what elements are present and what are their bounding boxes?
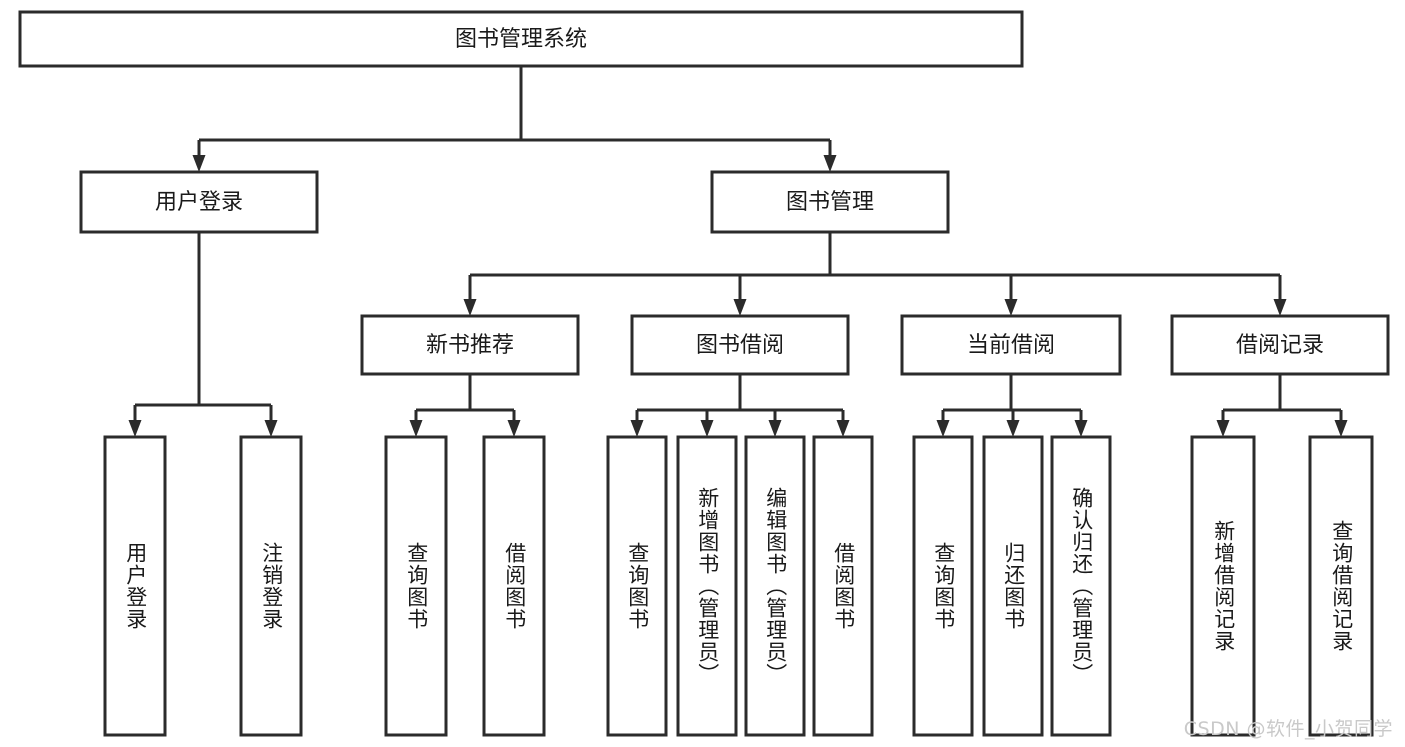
node-box[interactable]	[982, 435, 1044, 737]
arrow-head-icon	[1273, 299, 1287, 316]
node-box[interactable]	[912, 435, 974, 737]
node-box[interactable]	[1308, 435, 1374, 737]
node-leaf-查询图书[interactable]	[384, 435, 448, 737]
node-leaf-归还图书[interactable]	[982, 435, 1044, 737]
node-box[interactable]	[18, 10, 1024, 68]
node-leaf-查询图书[interactable]	[912, 435, 974, 737]
node-leaf-借阅图书[interactable]	[482, 435, 546, 737]
arrow-head-icon	[1006, 420, 1020, 437]
node-box[interactable]	[360, 314, 580, 376]
arrow-head-icon	[936, 420, 950, 437]
arrow-head-icon	[1216, 420, 1230, 437]
node-box[interactable]	[1190, 435, 1256, 737]
node-label: 图书管理系统	[455, 27, 587, 52]
arrow-head-icon	[1074, 420, 1088, 437]
node-leaf-借阅图书[interactable]	[812, 435, 874, 737]
node-leaf-注销登录[interactable]	[239, 435, 303, 737]
node-level2-当前借阅[interactable]: 当前借阅	[900, 314, 1122, 376]
node-box[interactable]	[1170, 314, 1390, 376]
node-box[interactable]	[1050, 435, 1112, 737]
node-label: 借阅记录	[1236, 333, 1324, 358]
arrow-head-icon	[836, 420, 850, 437]
arrow-head-icon	[768, 420, 782, 437]
node-leaf-查询图书[interactable]	[606, 435, 668, 737]
node-label: 用户登录	[155, 190, 243, 215]
arrow-head-icon	[823, 155, 837, 172]
node-box[interactable]	[812, 435, 874, 737]
arrow-head-icon	[630, 420, 644, 437]
node-level2-借阅记录[interactable]: 借阅记录	[1170, 314, 1390, 376]
node-label: 新书推荐	[426, 333, 514, 358]
node-leaf-用户登录[interactable]	[103, 435, 167, 737]
node-label: 图书借阅	[696, 333, 784, 358]
node-label: 当前借阅	[967, 333, 1055, 358]
arrow-head-icon	[1334, 420, 1348, 437]
node-leaf-新增借阅记录[interactable]	[1190, 435, 1256, 737]
node-leaf-新增图书管理员[interactable]	[676, 435, 738, 737]
node-level2-图书借阅[interactable]: 图书借阅	[630, 314, 850, 376]
arrow-head-icon	[192, 155, 206, 172]
node-level1-用户登录[interactable]: 用户登录	[79, 170, 319, 234]
node-box[interactable]	[79, 170, 319, 234]
node-box[interactable]	[676, 435, 738, 737]
arrow-head-icon	[507, 420, 521, 437]
node-box[interactable]	[744, 435, 806, 737]
arrow-head-icon	[700, 420, 714, 437]
node-box[interactable]	[239, 435, 303, 737]
node-box[interactable]	[900, 314, 1122, 376]
node-level2-新书推荐[interactable]: 新书推荐	[360, 314, 580, 376]
node-root-图书管理系统[interactable]: 图书管理系统	[18, 10, 1024, 68]
arrow-head-icon	[733, 299, 747, 316]
node-leaf-确认归还管理员[interactable]	[1050, 435, 1112, 737]
watermark: CSDN @软件_小贺同学	[1183, 718, 1393, 740]
node-level1-图书管理[interactable]: 图书管理	[710, 170, 950, 234]
arrow-head-icon	[264, 420, 278, 437]
node-box[interactable]	[482, 435, 546, 737]
node-box[interactable]	[606, 435, 668, 737]
node-box[interactable]	[710, 170, 950, 234]
node-box[interactable]	[630, 314, 850, 376]
arrow-head-icon	[128, 420, 142, 437]
arrow-head-icon	[463, 299, 477, 316]
node-box[interactable]	[103, 435, 167, 737]
arrow-head-icon	[1004, 299, 1018, 316]
node-leaf-编辑图书管理员[interactable]	[744, 435, 806, 737]
node-box[interactable]	[384, 435, 448, 737]
node-label: 图书管理	[786, 190, 874, 215]
arrow-head-icon	[409, 420, 423, 437]
node-leaf-查询借阅记录[interactable]	[1308, 435, 1374, 737]
